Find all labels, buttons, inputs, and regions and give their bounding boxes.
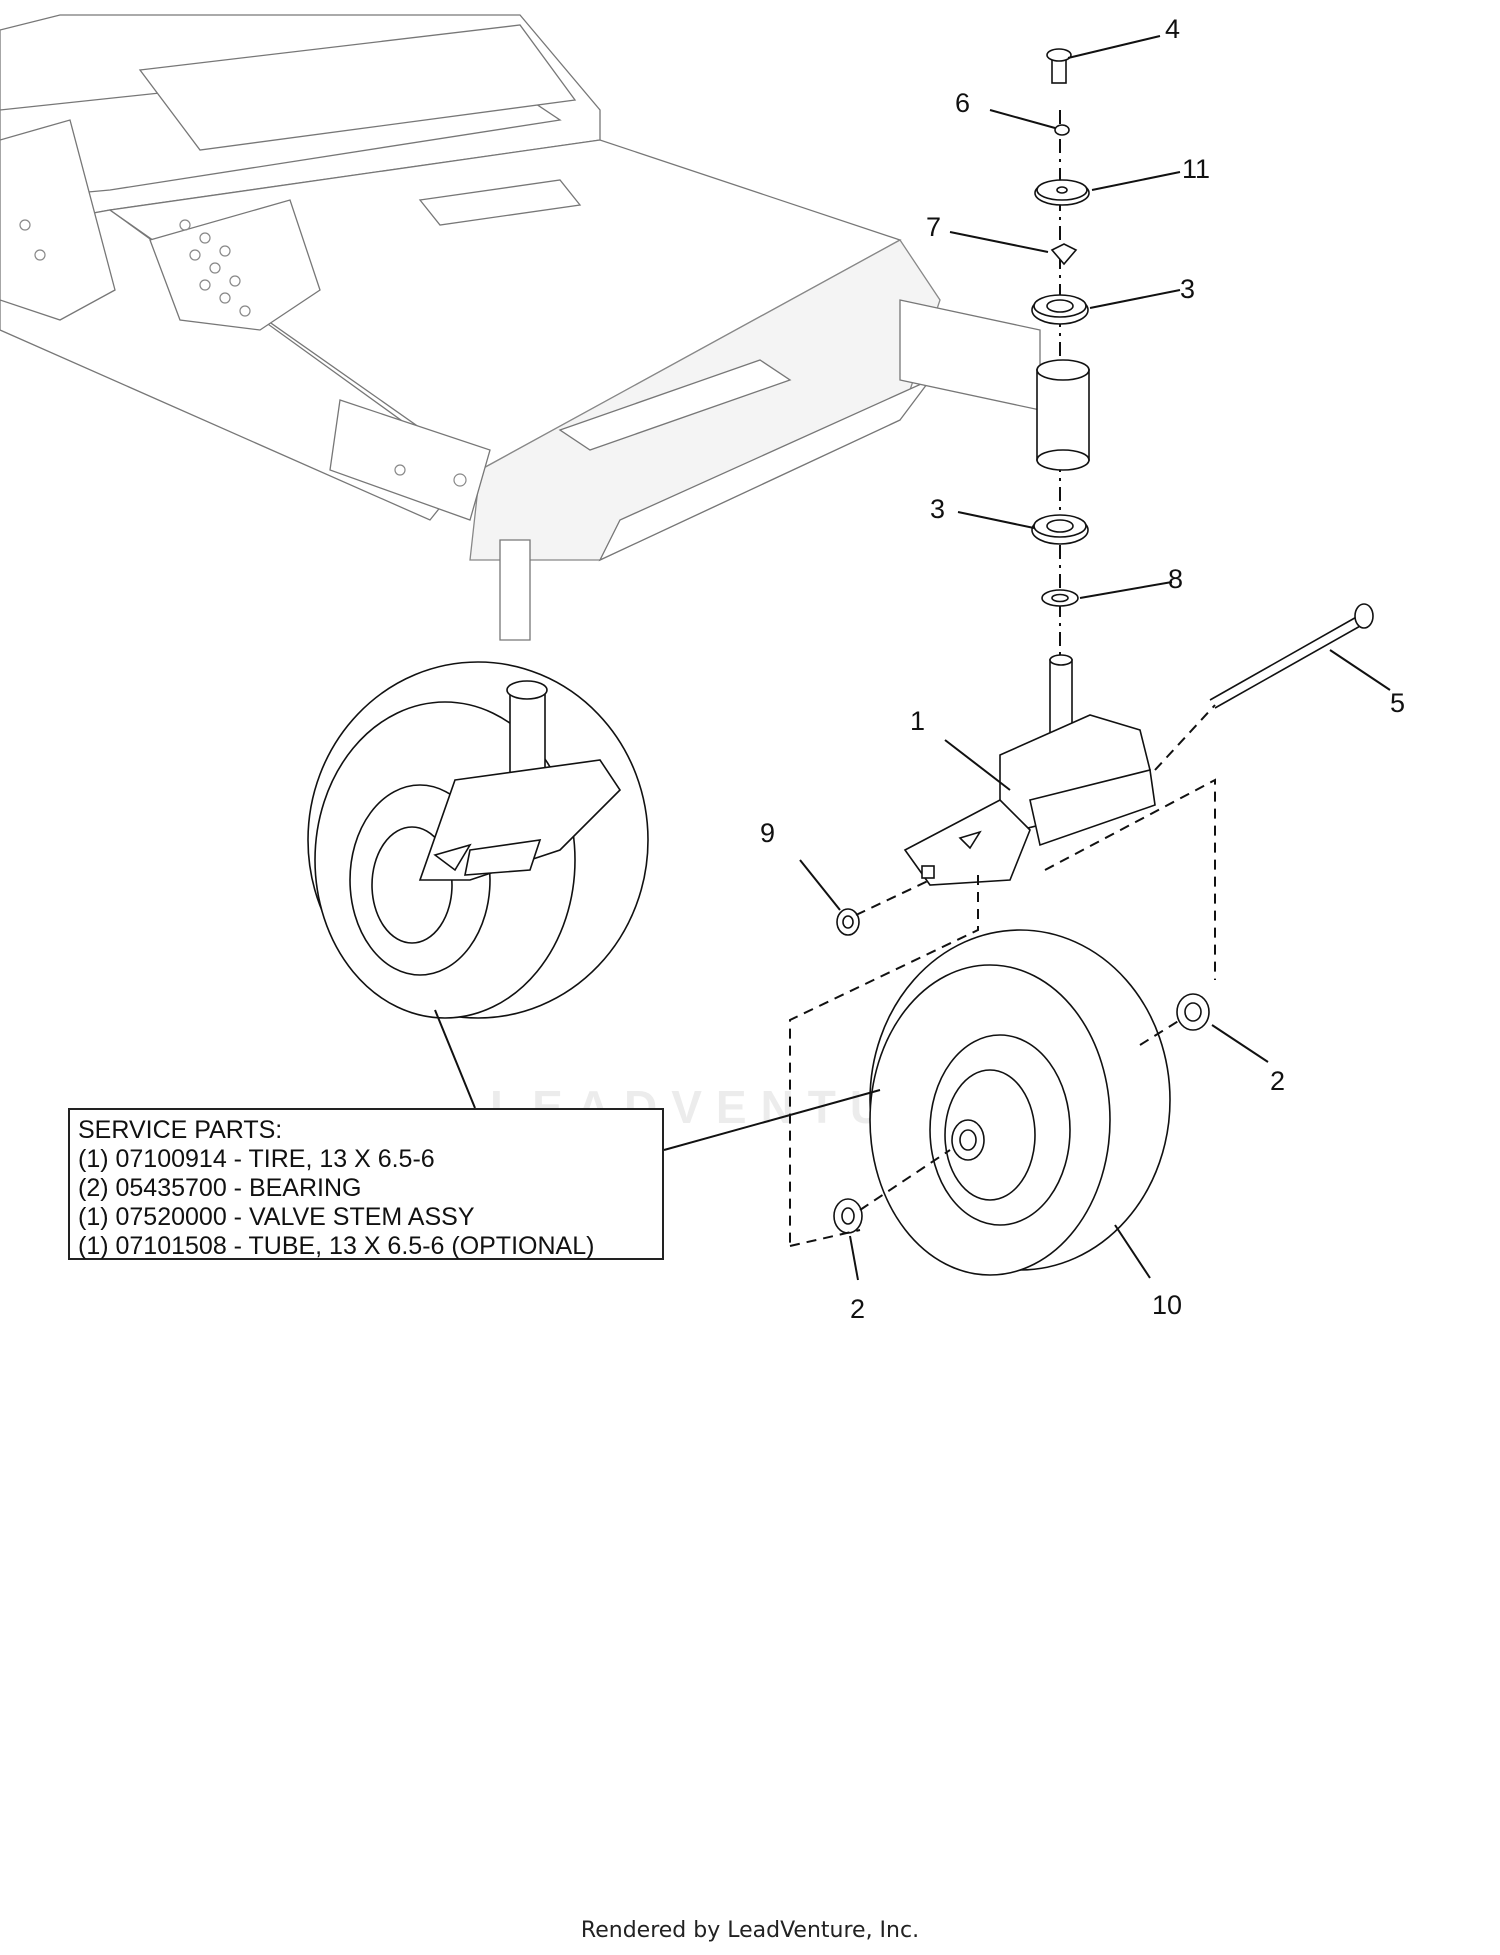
callout-6: 6 bbox=[955, 88, 970, 118]
caster-housing-tube bbox=[1036, 359, 1090, 471]
callout-11: 11 bbox=[1182, 154, 1210, 184]
part-3-lower-bearing bbox=[1031, 514, 1089, 545]
part-7-key bbox=[1050, 243, 1078, 266]
part-2-wheel-bearing-left bbox=[833, 1198, 863, 1234]
callout-7: 7 bbox=[926, 212, 941, 242]
part-6-nut bbox=[1054, 124, 1070, 136]
callout-8: 8 bbox=[1168, 564, 1183, 594]
leader-lines bbox=[434, 35, 1391, 1281]
part-4-bolt bbox=[1046, 48, 1072, 84]
callout-labels: 4 6 11 7 3 3 8 5 1 9 2 2 10 bbox=[760, 14, 1405, 1324]
part-11-dust-cap bbox=[1034, 179, 1090, 206]
callout-9: 9 bbox=[760, 818, 775, 848]
mower-frame bbox=[0, 14, 1041, 641]
service-part-item: (1) 07101508 - TUBE, 13 X 6.5-6 (OPTIONA… bbox=[78, 1232, 595, 1260]
callout-2-left: 2 bbox=[850, 1294, 865, 1324]
callout-5: 5 bbox=[1390, 688, 1405, 718]
callout-1: 1 bbox=[910, 706, 925, 736]
service-parts-box: SERVICE PARTS: (1) 07100914 - TIRE, 13 X… bbox=[68, 1108, 664, 1260]
service-parts-title: SERVICE PARTS: bbox=[78, 1116, 283, 1144]
part-8-washer bbox=[1041, 589, 1079, 607]
callout-10: 10 bbox=[1152, 1290, 1182, 1320]
part-2-wheel-bearing-right bbox=[1176, 993, 1210, 1031]
callout-3-upper: 3 bbox=[1180, 274, 1195, 304]
service-part-item: (1) 07100914 - TIRE, 13 X 6.5-6 bbox=[78, 1145, 435, 1173]
part-10-wheel bbox=[869, 929, 1171, 1276]
part-1-caster-fork bbox=[903, 654, 1156, 886]
service-part-item: (2) 05435700 - BEARING bbox=[78, 1174, 362, 1202]
service-part-item: (1) 07520000 - VALVE STEM ASSY bbox=[78, 1203, 475, 1231]
exploded-caster-components bbox=[836, 48, 1374, 936]
alignment-lines bbox=[789, 704, 1216, 1247]
assembled-caster-wheel bbox=[307, 661, 649, 1019]
part-9-lock-nut bbox=[836, 908, 860, 936]
part-3-upper-bearing bbox=[1031, 294, 1089, 325]
callout-2-right: 2 bbox=[1270, 1066, 1285, 1096]
rendered-by-footer: Rendered by LeadVenture, Inc. bbox=[580, 1918, 920, 1943]
callout-3-lower: 3 bbox=[930, 494, 945, 524]
callout-4: 4 bbox=[1165, 14, 1180, 44]
part-5-axle-bolt bbox=[1209, 603, 1374, 709]
